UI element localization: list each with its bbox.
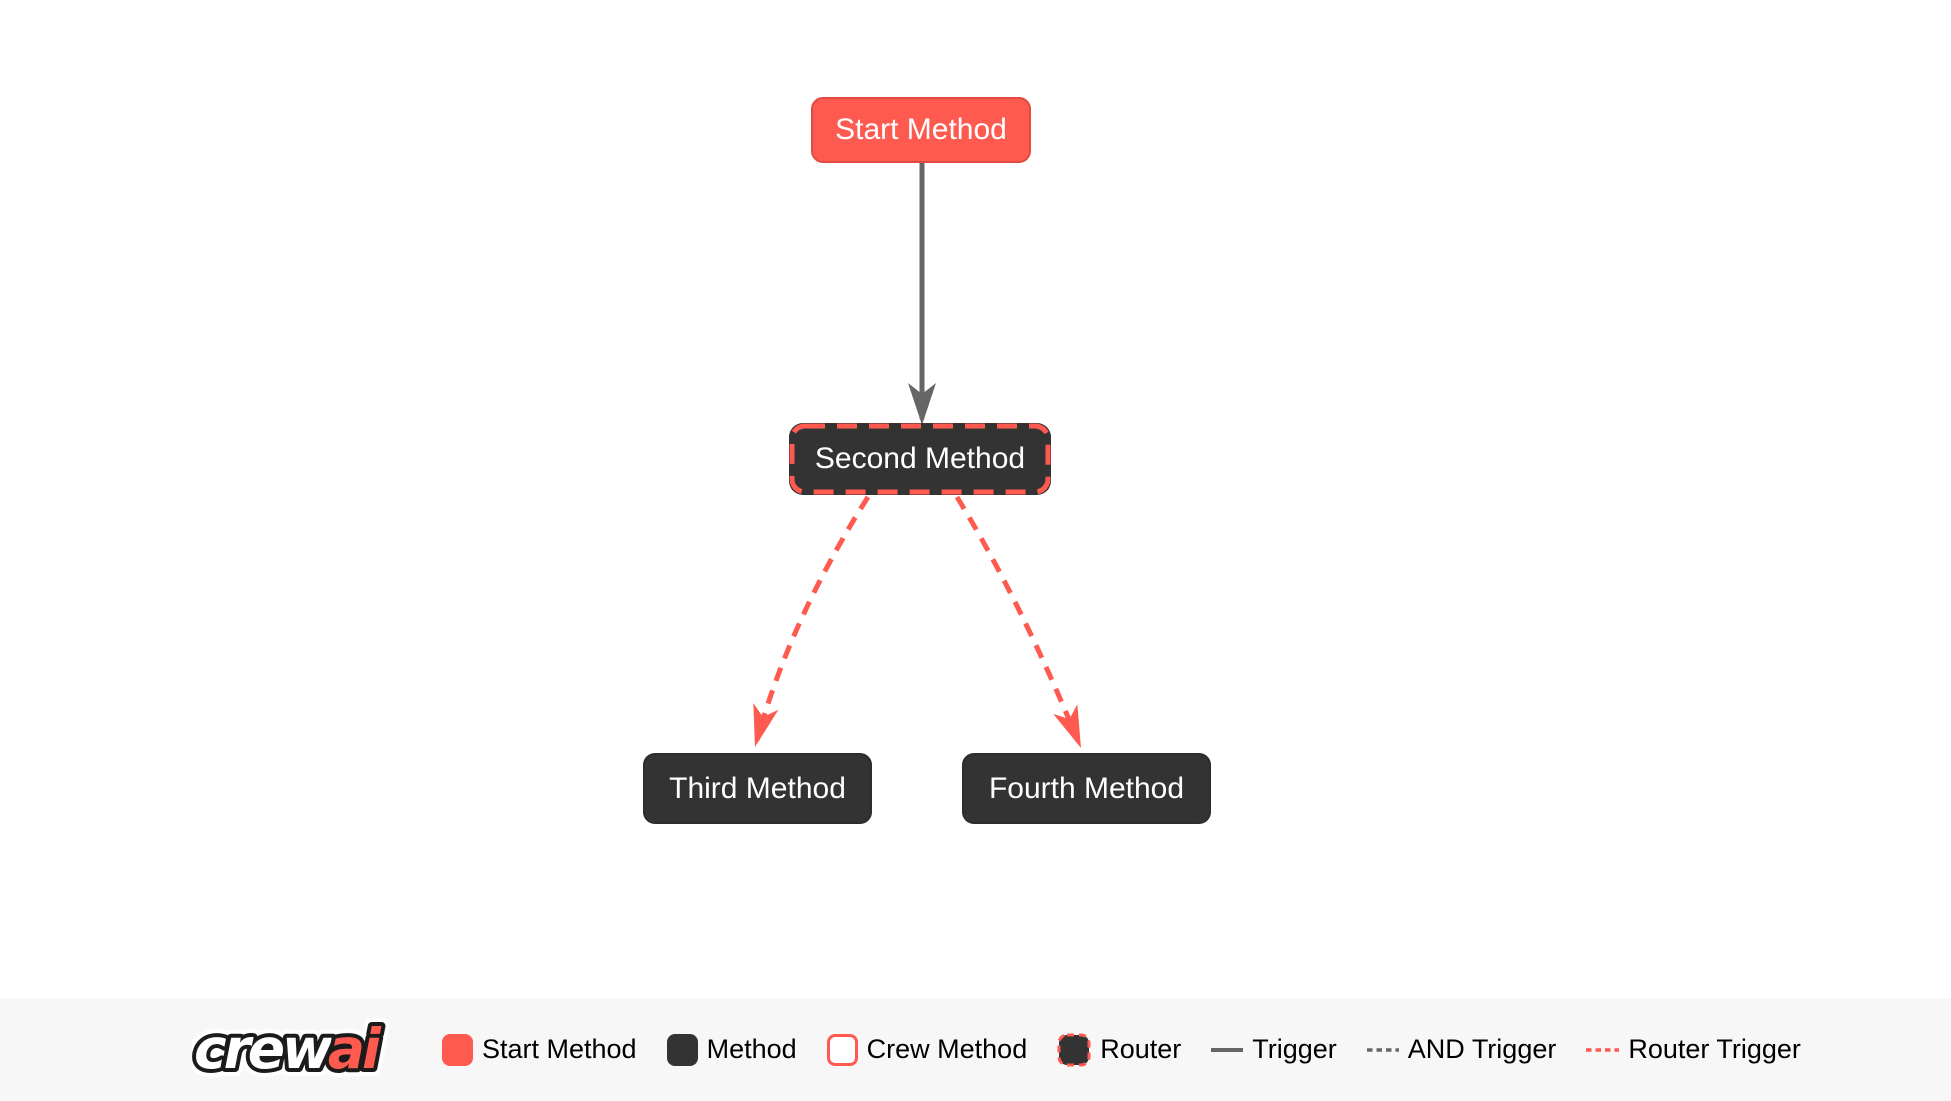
svg-text:crewai: crewai xyxy=(194,1017,382,1081)
node-label: Third Method xyxy=(669,771,846,805)
logo-text-ai: ai xyxy=(328,1017,382,1081)
edge-trigger-start-to-second[interactable] xyxy=(908,163,936,425)
node-third-method[interactable]: Third Method xyxy=(643,753,872,824)
legend-item-router-trigger: Router Trigger xyxy=(1586,1034,1801,1065)
router-trigger-edge-line xyxy=(954,495,1081,742)
node-label: Start Method xyxy=(835,113,1007,146)
legend-label: Method xyxy=(706,1034,797,1064)
node-second-method[interactable]: Second Method xyxy=(789,423,1051,495)
crew-method-swatch-icon xyxy=(826,1033,858,1066)
node-fourth-method[interactable]: Fourth Method xyxy=(962,753,1211,824)
method-swatch-icon xyxy=(666,1033,698,1066)
legend-item-method: Method xyxy=(666,1033,797,1066)
router-trigger-edge-line xyxy=(754,495,871,741)
legend-bar: crewai crewai Start Method Method Crew M… xyxy=(0,998,1951,1101)
legend-label: AND Trigger xyxy=(1407,1034,1557,1064)
router-trigger-arrowhead-icon xyxy=(753,703,779,747)
crewai-logo: crewai crewai xyxy=(192,1015,393,1085)
legend-label: Trigger xyxy=(1252,1034,1337,1064)
legend-items: Start Method Method Crew Method Router T… xyxy=(442,1033,1801,1067)
legend-item-trigger: Trigger xyxy=(1211,1034,1337,1065)
flow-canvas[interactable]: Start Method Second Method Third Method … xyxy=(0,0,1951,998)
legend-label: Crew Method xyxy=(866,1034,1028,1064)
legend-item-start-method: Start Method xyxy=(442,1033,637,1066)
start-method-swatch-icon xyxy=(442,1033,473,1066)
trigger-arrowhead-icon xyxy=(908,383,936,425)
and-trigger-line-icon xyxy=(1366,1047,1399,1052)
legend-item-and-trigger: AND Trigger xyxy=(1366,1034,1557,1065)
logo-text-crew: crew xyxy=(194,1017,333,1081)
router-swatch-icon xyxy=(1057,1033,1091,1066)
legend-label: Start Method xyxy=(482,1034,637,1064)
legend-label: Router Trigger xyxy=(1628,1034,1801,1064)
edge-router-trigger-second-to-third[interactable] xyxy=(742,495,871,750)
legend-item-crew-method: Crew Method xyxy=(826,1033,1028,1066)
router-trigger-arrowhead-icon xyxy=(1053,704,1081,748)
svg-text:crewai: crewai xyxy=(194,1017,382,1081)
router-trigger-line-icon xyxy=(1586,1047,1620,1052)
legend-item-router: Router xyxy=(1057,1033,1181,1067)
node-label: Second Method xyxy=(814,442,1026,475)
trigger-line-icon xyxy=(1211,1047,1244,1052)
legend-label: Router xyxy=(1100,1034,1182,1064)
edge-router-trigger-second-to-fourth[interactable] xyxy=(954,495,1093,753)
logo-text-crew-halo: crew xyxy=(194,1017,333,1081)
node-start-method[interactable]: Start Method xyxy=(811,97,1031,163)
node-label: Fourth Method xyxy=(988,771,1185,805)
